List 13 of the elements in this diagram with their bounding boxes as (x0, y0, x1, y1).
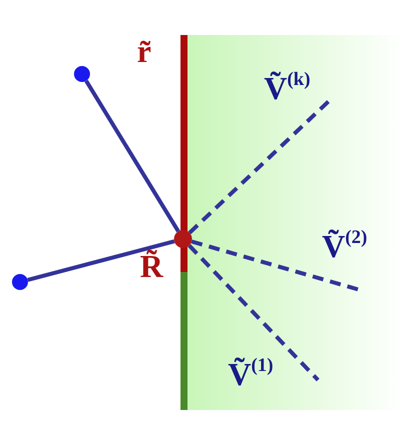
line (84, 80, 180, 232)
point (74, 66, 90, 82)
dashed-line (188, 244, 320, 382)
point (12, 274, 28, 290)
vector-label: r̃ (137, 35, 152, 67)
line (27, 239, 175, 282)
vector-label: Ṽ$^{(1)}$ (228, 358, 274, 390)
point-label: R̃ (140, 250, 164, 282)
dashed-line (191, 240, 361, 292)
vector-label: Ṽ$^{(k)}$ (264, 72, 310, 104)
point (174, 230, 192, 248)
vector-label: Ṽ$^{(2)}$ (322, 230, 368, 262)
dashed-line (188, 98, 332, 234)
